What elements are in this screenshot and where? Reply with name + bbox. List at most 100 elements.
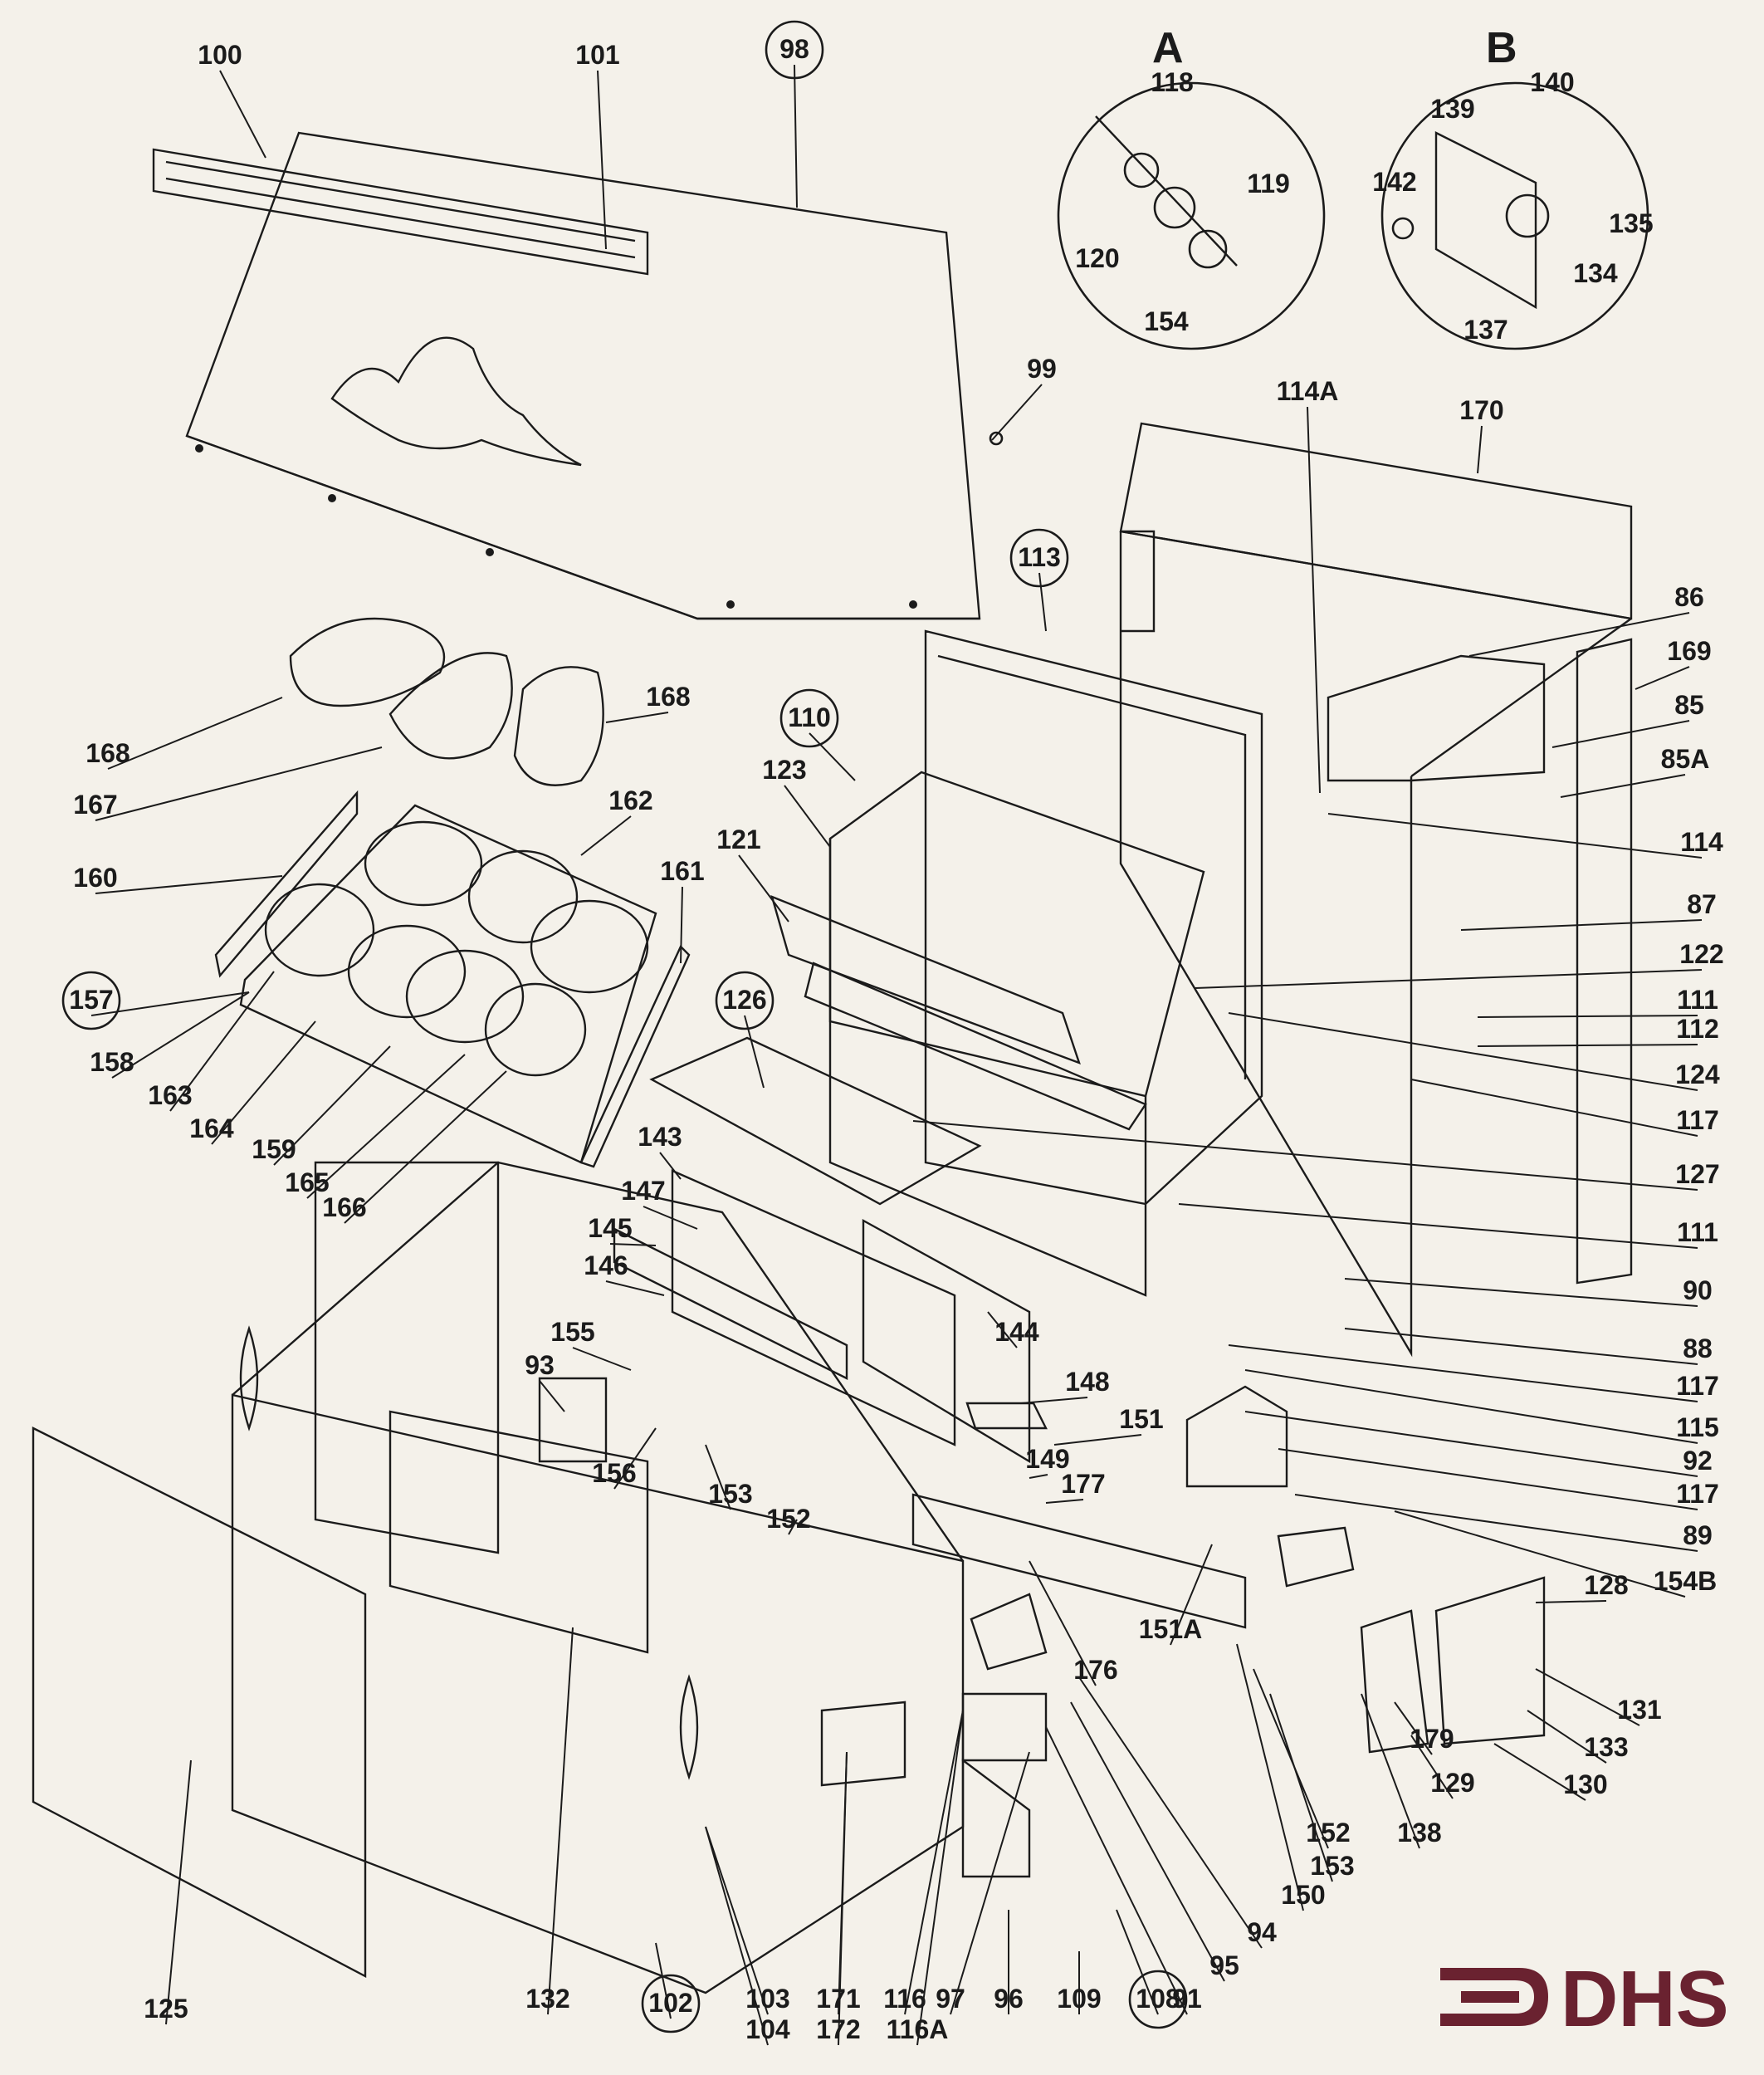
callout-leader — [1327, 813, 1703, 859]
callout-leader — [580, 815, 632, 856]
logo-text: DHS — [1561, 1955, 1729, 2043]
callout-label: 170 — [1459, 395, 1503, 425]
callout-leader — [1493, 1743, 1586, 1801]
callout-label: 92 — [1683, 1446, 1713, 1476]
callout-label: 172 — [816, 2014, 860, 2044]
callout-leader — [1535, 1668, 1640, 1726]
callout-label: 132 — [525, 1984, 569, 2014]
base-hearth — [32, 1161, 1048, 1994]
callout-label: 95 — [1209, 1950, 1239, 1980]
callout-label: 153 — [708, 1479, 752, 1509]
callout-label: 114 — [1680, 827, 1723, 857]
callout-label: 117 — [1676, 1105, 1719, 1135]
callout-label: 143 — [638, 1122, 682, 1152]
callout-leader — [784, 785, 831, 848]
callout-label: 157 — [69, 985, 113, 1015]
callout-label: 126 — [722, 985, 766, 1015]
callout-label: 149 — [1025, 1444, 1069, 1474]
callout-label: 111 — [1677, 985, 1718, 1015]
callout-label: 97 — [936, 1984, 965, 2014]
callout-label: 156 — [592, 1458, 636, 1488]
callout-leader — [111, 991, 250, 1079]
detail-view-b: B — [1380, 24, 1649, 350]
callout-label: 158 — [90, 1047, 134, 1077]
callout-label: 154B — [1654, 1566, 1718, 1596]
callout-label: 153 — [1310, 1851, 1354, 1881]
callout-label: 121 — [716, 825, 760, 854]
callout-circle — [779, 688, 839, 748]
detail-part-label: 142 — [1372, 167, 1416, 197]
callout-leader — [705, 1826, 769, 2015]
callout-leader — [1228, 1012, 1698, 1091]
callout-label: 146 — [584, 1250, 628, 1280]
callout-leader — [1361, 1693, 1420, 1849]
callout-leader — [1635, 666, 1690, 690]
callout-leader — [211, 1020, 316, 1145]
dhs-logo: DHS — [1440, 1955, 1729, 2043]
callout-circle — [765, 20, 824, 80]
detail-part-label: 139 — [1430, 94, 1474, 124]
callout-label: 116A — [887, 2014, 949, 2044]
callout-label: 99 — [1027, 354, 1057, 384]
callout-leader — [1053, 1434, 1142, 1446]
callout-label: 102 — [648, 1988, 692, 2018]
callout-label: 104 — [745, 2014, 790, 2044]
callout-leader — [1244, 1369, 1698, 1444]
callout-leader — [1477, 425, 1483, 474]
callout-label: 111 — [1677, 1217, 1718, 1247]
callout-label: 87 — [1687, 889, 1717, 919]
callout-label: 147 — [621, 1176, 665, 1206]
callout-leader — [643, 1206, 698, 1230]
callout-label: 93 — [525, 1350, 555, 1380]
callout-leader — [705, 1444, 731, 1510]
callout-leader — [572, 1347, 632, 1371]
callout-leader — [1344, 1328, 1698, 1365]
callout-label: 94 — [1247, 1917, 1277, 1947]
callout-label: 122 — [1679, 939, 1723, 969]
callout-leader — [95, 746, 383, 821]
callout-leader — [1278, 1448, 1698, 1510]
callout-label: 151A — [1139, 1614, 1203, 1644]
callout-leader — [1344, 1278, 1698, 1307]
detail-part-label: 135 — [1609, 208, 1653, 238]
callout-label: 123 — [762, 755, 806, 785]
callout-leader — [1294, 1494, 1698, 1552]
burner-assembly — [613, 1036, 1247, 1629]
callout-label: 101 — [575, 40, 619, 70]
callout-leader — [950, 1751, 1030, 2015]
canopy-hood — [152, 131, 1004, 620]
callout-label: 151 — [1119, 1404, 1163, 1434]
callout-label: 163 — [148, 1080, 192, 1110]
callout-leader — [597, 70, 607, 250]
callout-label: 85A — [1661, 744, 1710, 774]
callout-leader — [1307, 406, 1321, 794]
heat-exchanger — [924, 629, 1263, 1206]
callout-leader — [655, 1942, 672, 2019]
callout-label: 179 — [1410, 1724, 1454, 1754]
callout-leader — [1178, 1203, 1698, 1249]
callout-label: 155 — [550, 1317, 594, 1347]
callout-label: 160 — [73, 863, 117, 893]
callout-leader — [539, 1380, 565, 1412]
callout-circle — [1128, 1970, 1188, 2029]
callout-label: 88 — [1683, 1334, 1713, 1363]
callout-label: 168 — [86, 738, 129, 768]
callout-circle — [1009, 528, 1069, 588]
callout-leader — [1038, 572, 1047, 632]
callout-leader — [1170, 1544, 1213, 1646]
callout-label: 116 — [883, 1984, 926, 2014]
callout-label: 166 — [322, 1192, 366, 1222]
callout-leader — [1527, 1710, 1607, 1764]
callout-circle — [641, 1974, 701, 2033]
callout-label: 125 — [144, 1994, 188, 2024]
callout-leader — [1394, 1510, 1686, 1598]
detail-part-label: 137 — [1463, 315, 1507, 345]
callout-label: 124 — [1675, 1060, 1720, 1089]
callout-label: 129 — [1430, 1768, 1474, 1798]
callout-label: 90 — [1683, 1275, 1713, 1305]
callout-leader — [1078, 1676, 1263, 1949]
callout-label: 110 — [788, 702, 831, 732]
callout-leader — [1394, 1701, 1433, 1755]
callout-leader — [165, 1759, 192, 2025]
